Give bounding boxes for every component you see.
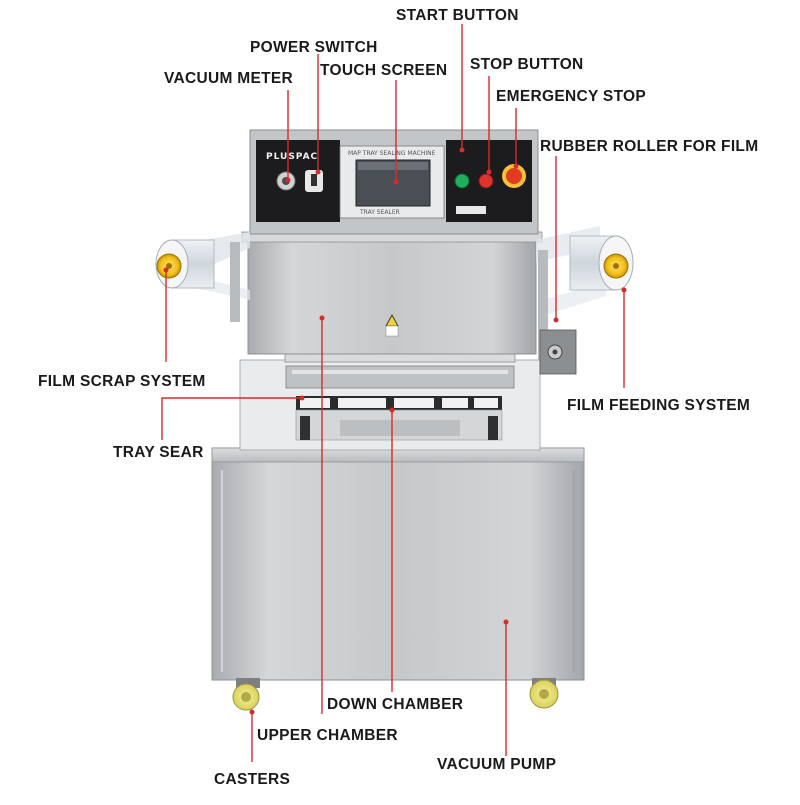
- stop-button-icon: [478, 173, 494, 189]
- start-button-icon: [454, 173, 470, 189]
- label-stop-button: STOP BUTTON: [470, 56, 584, 73]
- label-emergency-stop: EMERGENCY STOP: [496, 88, 647, 105]
- caster-left: [232, 678, 260, 711]
- film-feeding-roller: [536, 226, 634, 375]
- label-rubber-roller: RUBBER ROLLER FOR FILM: [540, 138, 759, 155]
- label-touch-screen: TOUCH SCREEN: [320, 62, 448, 79]
- label-power-switch: POWER SWITCH: [250, 39, 378, 56]
- film-scrap-roller: [155, 232, 250, 322]
- upper-housing: [241, 231, 543, 355]
- caster-right: [529, 678, 559, 709]
- label-start-button: START BUTTON: [396, 7, 519, 24]
- label-film-scrap-system: FILM SCRAP SYSTEM: [38, 373, 206, 390]
- leader-dots: [163, 147, 627, 715]
- lower-cabinet: [211, 447, 585, 681]
- control-panel: PLUSPAC MAP TRAY SEALING MACHINE TRAY SE…: [249, 129, 539, 235]
- label-casters: CASTERS: [214, 771, 291, 788]
- label-tray-sear: TRAY SEAR: [113, 444, 204, 461]
- screen-footer-label: TRAY SEALER: [359, 209, 400, 216]
- tray-area: [239, 351, 541, 451]
- leader-tray-sear: [161, 397, 302, 440]
- brand-label: PLUSPAC: [266, 152, 318, 162]
- label-vacuum-meter: VACUUM METER: [164, 70, 294, 87]
- screen-header-label: MAP TRAY SEALING MACHINE: [348, 150, 436, 157]
- label-upper-chamber: UPPER CHAMBER: [257, 727, 398, 744]
- leader-lines: [161, 24, 625, 762]
- label-film-feeding-system: FILM FEEDING SYSTEM: [567, 397, 751, 414]
- label-down-chamber: DOWN CHAMBER: [327, 696, 464, 713]
- label-vacuum-pump: VACUUM PUMP: [437, 756, 557, 773]
